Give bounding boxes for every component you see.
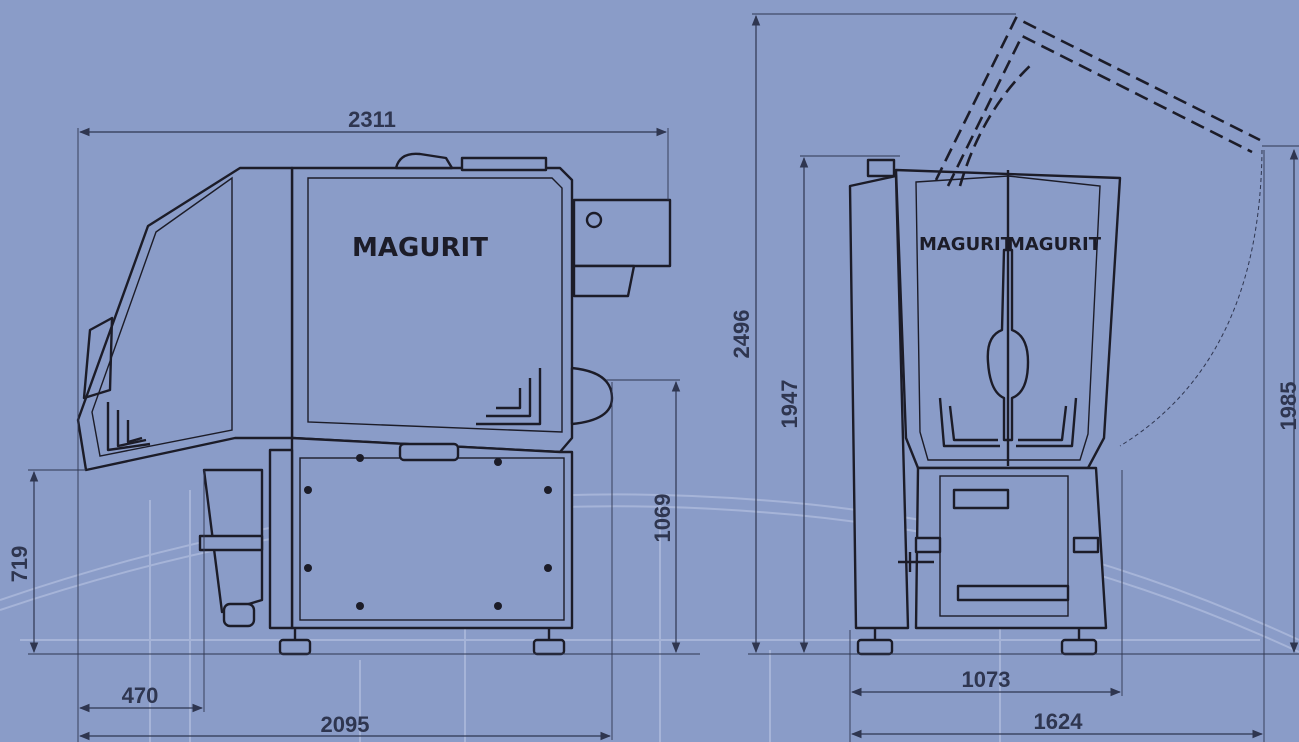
front-brand-label-left: MAGURIT	[919, 234, 1014, 255]
dim-overall-length-bottom: 2095	[321, 712, 370, 737]
front-view-machine	[848, 16, 1263, 656]
dim-front-width: 1073	[962, 667, 1011, 692]
dim-rear-offset: 470	[122, 683, 159, 708]
dim-lid-swing-height: 1985	[1276, 382, 1299, 431]
dim-total-height-lid-open: 2496	[729, 310, 754, 359]
dim-left-height: 719	[7, 546, 32, 583]
dim-overall-width: 1624	[1034, 709, 1084, 734]
dimension-lines	[28, 13, 1299, 742]
front-brand-label-right: MAGURIT	[1007, 234, 1102, 255]
dim-height-closed: 1947	[777, 380, 802, 429]
side-view-machine	[76, 152, 672, 656]
side-brand-label: MAGURIT	[352, 233, 488, 263]
dim-overall-length-top: 2311	[348, 107, 396, 132]
dim-outlet-height: 1069	[650, 494, 675, 543]
